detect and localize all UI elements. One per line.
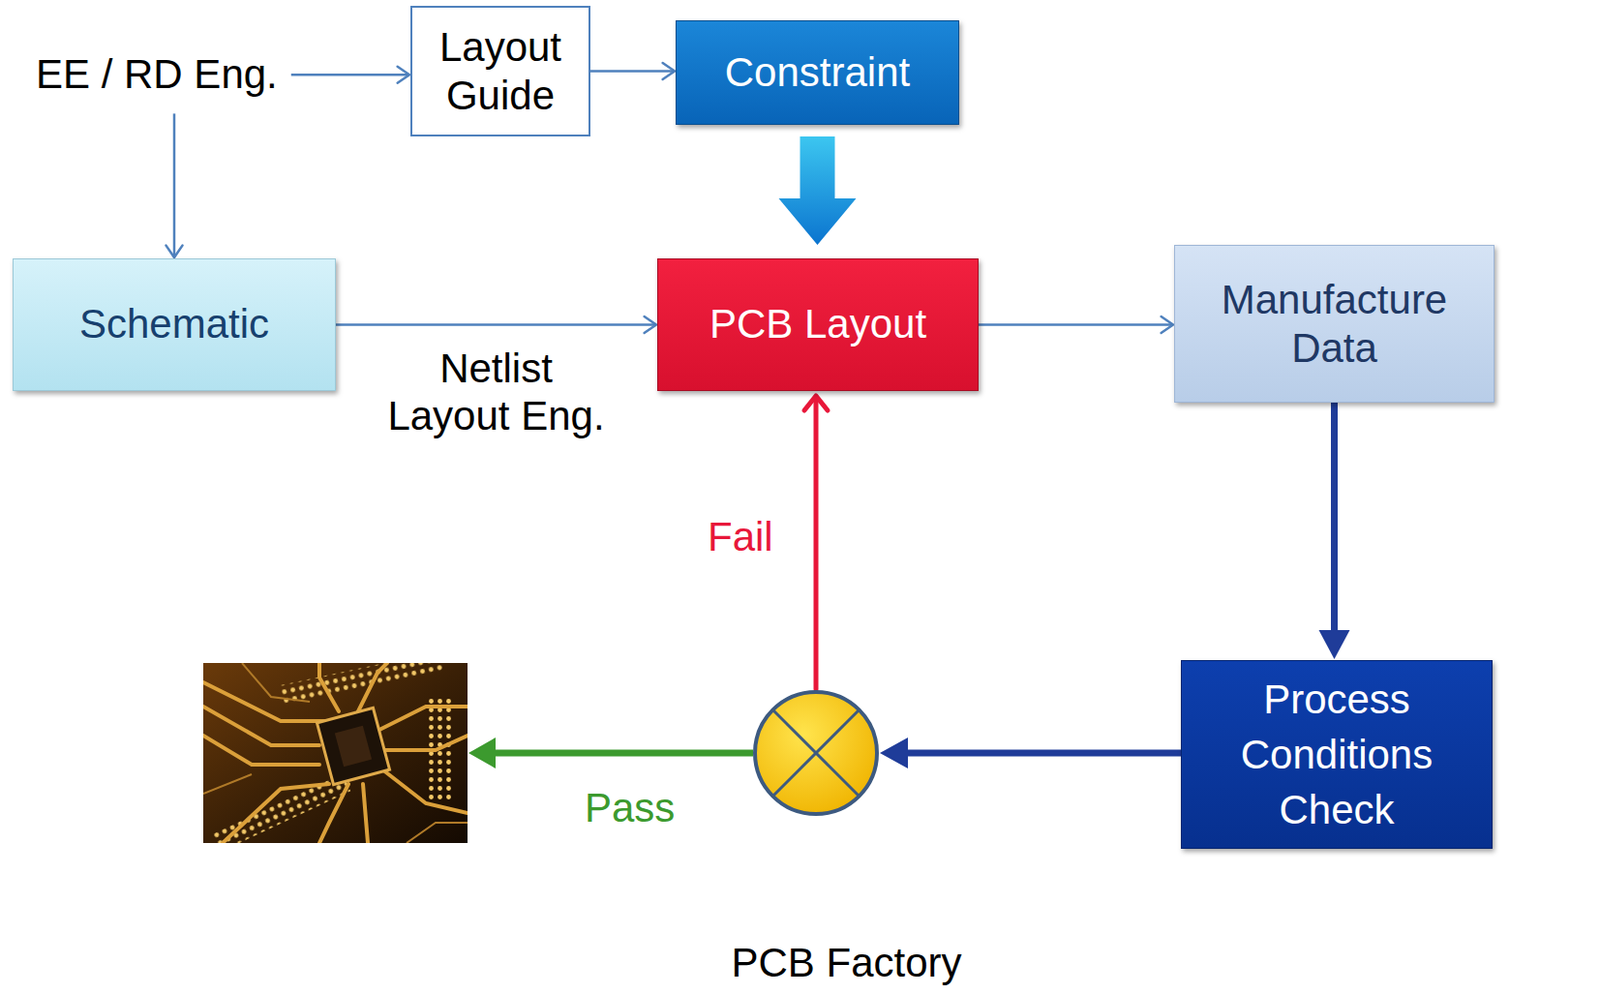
process-box: Process Conditions Check xyxy=(1180,660,1493,849)
node-text: Schematic xyxy=(79,300,270,349)
flow-arrow xyxy=(335,316,657,333)
flow-arrow xyxy=(978,316,1174,333)
band-title: PCB Factory xyxy=(96,938,1597,988)
flow-arrow xyxy=(590,62,675,80)
node-text: PCB Layout xyxy=(709,300,927,349)
document-box: Layout Guide xyxy=(410,5,591,137)
to-check-arrow xyxy=(879,737,1181,769)
edge-label: Netlist Layout Eng. xyxy=(356,344,637,442)
flow-arrow xyxy=(291,66,410,84)
factory-band: PCB FactoryProcess Conditions Check xyxy=(96,588,1597,918)
role-label: EE / RD Eng. xyxy=(35,50,278,99)
pcb-picture xyxy=(203,663,468,844)
flow-arrow xyxy=(166,113,183,258)
flow-arrow xyxy=(1319,402,1351,660)
pass-label: Pass xyxy=(584,784,675,833)
decision-symbol xyxy=(754,692,877,815)
process-box: PCB Layout xyxy=(657,258,979,392)
block-arrow xyxy=(779,136,857,245)
fail-arrow xyxy=(804,395,828,690)
node-text: Process Conditions Check xyxy=(1191,671,1482,838)
node-text: Constraint xyxy=(724,48,910,97)
pass-arrow xyxy=(468,737,754,769)
process-box: Schematic xyxy=(12,258,336,392)
fail-label: Fail xyxy=(707,513,774,562)
node-text: Manufacture Data xyxy=(1184,275,1484,371)
data-box: Manufacture Data xyxy=(1174,244,1495,403)
process-box: Constraint xyxy=(675,20,960,125)
node-text: Layout Guide xyxy=(422,23,579,119)
node-text: EE / RD Eng. xyxy=(35,50,278,99)
